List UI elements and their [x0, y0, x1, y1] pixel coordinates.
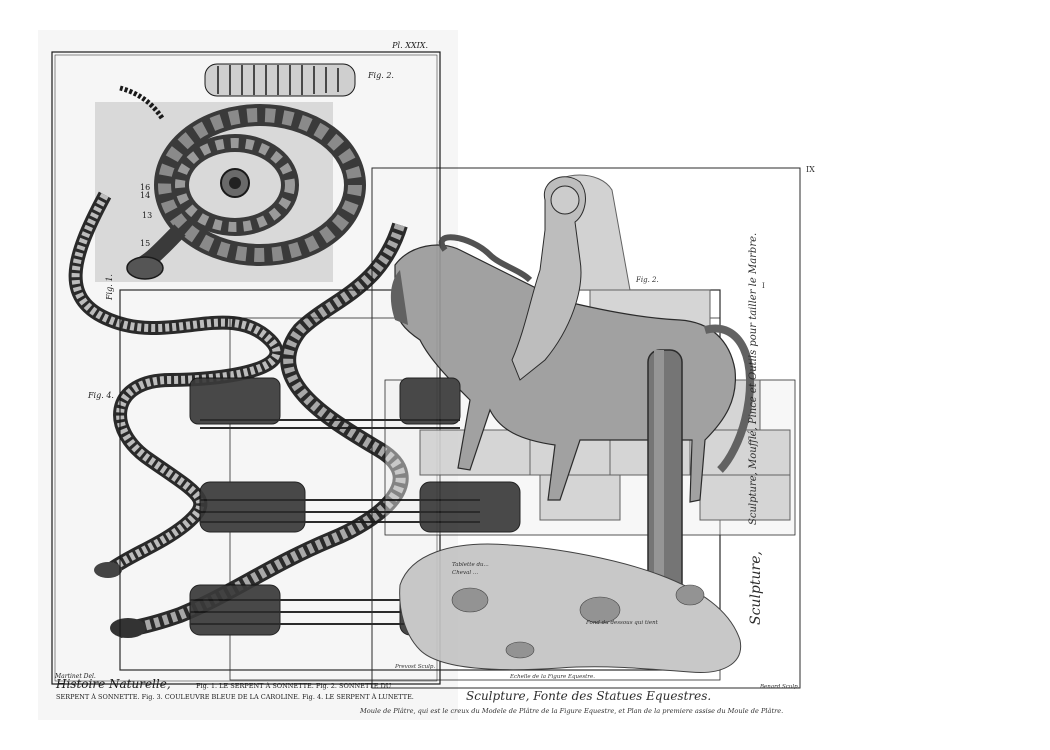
caption-sub-b: Moule de Plâtre, qui est le creux du Mod…: [359, 707, 783, 715]
callout-13: 13: [142, 211, 152, 220]
caption-title-b: Sculpture, Fonte des Statues Equestres.: [466, 689, 711, 703]
plan-labels: Tablette du... Cheval ... Fond du dessou…: [452, 562, 659, 626]
plan-patches: [451, 584, 705, 659]
rider-head: [550, 185, 580, 215]
callout-numbers: 16 14 13 15: [140, 183, 152, 248]
rattle-illustration: [204, 63, 356, 97]
vertical-title-b: Sculpture,: [748, 551, 764, 625]
blue-snake-head: [94, 562, 122, 578]
horse-tail: [703, 324, 754, 473]
fig4-label-a: Fig. 4.: [87, 391, 114, 400]
horse-mane: [439, 234, 533, 283]
plate-natural-history: Pl. XXIX. Fig. 2.: [51, 41, 441, 701]
signature-left-a: Martinet Del.: [54, 673, 96, 680]
cobra-head: [110, 618, 146, 638]
plate-a-number: Pl. XXIX.: [391, 41, 428, 50]
plate-border-inner: [54, 54, 438, 682]
scale-caption-b: Echelle de la Figure Equestre.: [509, 674, 595, 680]
caption-line2-a: SERPENT À SONNETTE. Fig. 3. COULEUVRE BL…: [56, 692, 414, 701]
engraver-right-b: Benard Sculp.: [759, 684, 800, 690]
vertical-subtitle-b: Sculpture, Moufflé, Pince et Outils pour…: [748, 233, 759, 525]
callout-14: 14: [140, 191, 150, 200]
column-highlight: [654, 350, 664, 605]
label-fond: Fond du dessous qui tient: [585, 620, 659, 626]
horse-head: [390, 270, 408, 325]
fig2-label-b: Fig. 2.: [635, 276, 659, 284]
callout-15: 15: [140, 239, 150, 248]
label-tablette: Tablette du...: [452, 562, 489, 568]
fig2-label-a: Fig. 2.: [367, 71, 394, 80]
rider: [511, 176, 586, 381]
support-column: [647, 349, 683, 606]
plate-b-number: IX: [806, 165, 815, 174]
fig1-label-a: Fig. 1.: [105, 274, 114, 301]
coiled-rattlesnake: [119, 85, 366, 280]
caption-line1-a: Fig. 1. LE SERPENT À SONNETTE. Fig. 2. S…: [196, 681, 392, 690]
plate-sculpture: IX I F: [119, 165, 815, 715]
label-cheval: Cheval ...: [452, 570, 478, 576]
caption-title-a: Histoire Naturelle,: [55, 677, 171, 691]
callout-16: 16: [140, 183, 150, 192]
mould-plan: [399, 543, 742, 674]
engraver-left-b: Prevost Sculp.: [394, 664, 435, 670]
corner-mark-b: I: [762, 282, 765, 290]
